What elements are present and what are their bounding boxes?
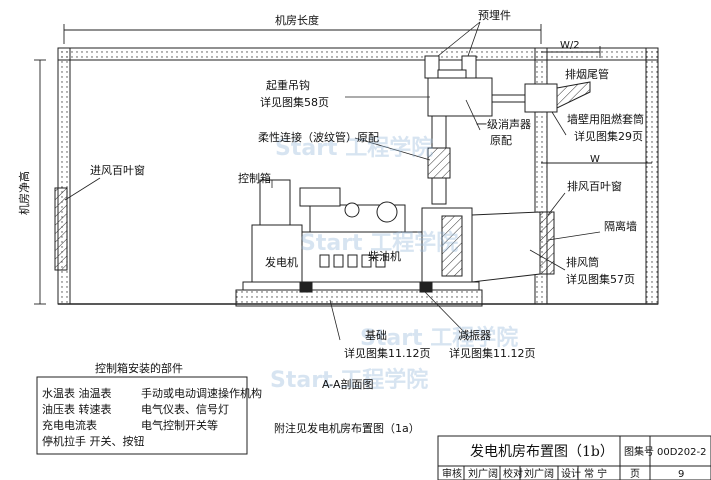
tb-check-label: 校对: [503, 467, 523, 480]
label-foundation: 基础: [365, 329, 387, 342]
label-damper-ref: 详见图集11.12页: [449, 346, 536, 360]
label-hoist-hook-ref: 详见图集58页: [260, 95, 329, 109]
embedded-bracket-left: [424, 55, 440, 79]
label-diesel-engine: 柴油机: [368, 249, 401, 263]
parts-item-7: 停机拉手 开关、按钮: [42, 434, 145, 448]
tb-design-sig: 常 宁: [584, 467, 607, 480]
label-control-box: 控制箱: [238, 171, 271, 185]
parts-item-1: 水温表 油温表: [42, 386, 112, 400]
tb-page-number: 9: [678, 469, 684, 480]
damper-1: [299, 281, 313, 293]
exhaust-duct: [471, 211, 541, 283]
parts-list-box: [36, 376, 248, 455]
callout-labels: 机房长度 预埋件 W/2 W 起重吊钩 详见图集58页 柔性连接（波纹管）原配 …: [17, 9, 644, 435]
watermark-2: Start 工程学院: [300, 230, 458, 256]
label-wall-sleeve-ref: 详见图集29页: [574, 129, 643, 143]
damper-2: [419, 281, 433, 293]
label-silencer: 一级消声器: [476, 117, 531, 131]
drawing-title: 发电机房布置图（1b）: [470, 444, 614, 460]
generator-set: [235, 179, 541, 307]
tb-design-label: 设计: [561, 467, 581, 480]
drawing-number-label: 图集号: [624, 445, 654, 458]
label-exhaust-duct: 排风筒: [566, 255, 599, 269]
parts-item-5: 充电电流表: [42, 418, 97, 432]
label-attach-note: 附注见发电机房布置图（1a）: [274, 421, 420, 435]
label-foundation-ref: 详见图集11.12页: [344, 346, 431, 360]
dimension-lines: [34, 24, 652, 305]
watermark-1: Start 工程学院: [275, 135, 433, 161]
label-generator: 发电机: [265, 255, 298, 269]
label-flex-connector: 柔性连接（波纹管）原配: [258, 130, 379, 144]
label-exhaust-duct-ref: 详见图集57页: [566, 272, 635, 286]
parts-list-title: 控制箱安装的部件: [95, 361, 183, 375]
tb-check-sig: 刘广阔: [524, 467, 554, 480]
label-embedded-part: 预埋件: [478, 9, 511, 22]
watermark-3: Start 工程学院: [360, 325, 518, 351]
parts-item-4: 电气仪表、信号灯: [141, 402, 229, 416]
exhaust-tail-pipe: [556, 81, 591, 109]
outer-wall: [645, 47, 659, 305]
base-foundation: [235, 289, 483, 307]
label-w: W: [590, 154, 600, 165]
exhaust-louver: [539, 211, 555, 275]
label-section: A-A剖面图: [322, 377, 374, 391]
exhaust-system: [424, 55, 591, 205]
label-partition-wall: 隔离墙: [604, 219, 637, 233]
silencer: [427, 77, 493, 117]
parts-item-2: 手动或电动调速操作机构: [141, 386, 262, 400]
wall-sleeve: [524, 83, 558, 113]
tb-review-sig: 刘广阔: [468, 467, 498, 480]
tb-page-label: 页: [630, 468, 640, 480]
label-intake-louver: 进风百叶窗: [90, 163, 145, 177]
label-w2: W/2: [560, 40, 580, 51]
control-box: [259, 179, 291, 226]
tb-review-label: 审核: [442, 467, 462, 480]
label-exhaust-louver: 排风百叶窗: [567, 179, 622, 193]
label-silencer-note: 原配: [490, 134, 512, 147]
label-damper: 减振器: [458, 328, 491, 342]
skid-frame: [242, 281, 480, 291]
intake-louver: [54, 187, 68, 271]
watermark-4: Start 工程学院: [270, 367, 428, 393]
label-room-length: 机房长度: [275, 13, 319, 27]
label-room-height: 机房净高: [17, 171, 31, 215]
label-wall-sleeve: 墙壁用阻燃套筒: [567, 112, 644, 126]
title-block: [437, 435, 711, 480]
label-hoist-hook: 起重吊钩: [266, 78, 310, 92]
parts-list: 控制箱安装的部件 水温表 油温表 手动或电动调速操作机构 油压表 转速表 电气仪…: [36, 361, 262, 455]
alternator: [251, 224, 303, 283]
parts-item-6: 电气控制开关等: [141, 418, 218, 432]
leader-lines: [64, 21, 601, 341]
parts-item-3: 油压表 转速表: [42, 402, 112, 416]
label-tail-pipe: 排烟尾管: [565, 67, 609, 81]
drawing-number: 00D202-2: [657, 447, 706, 458]
